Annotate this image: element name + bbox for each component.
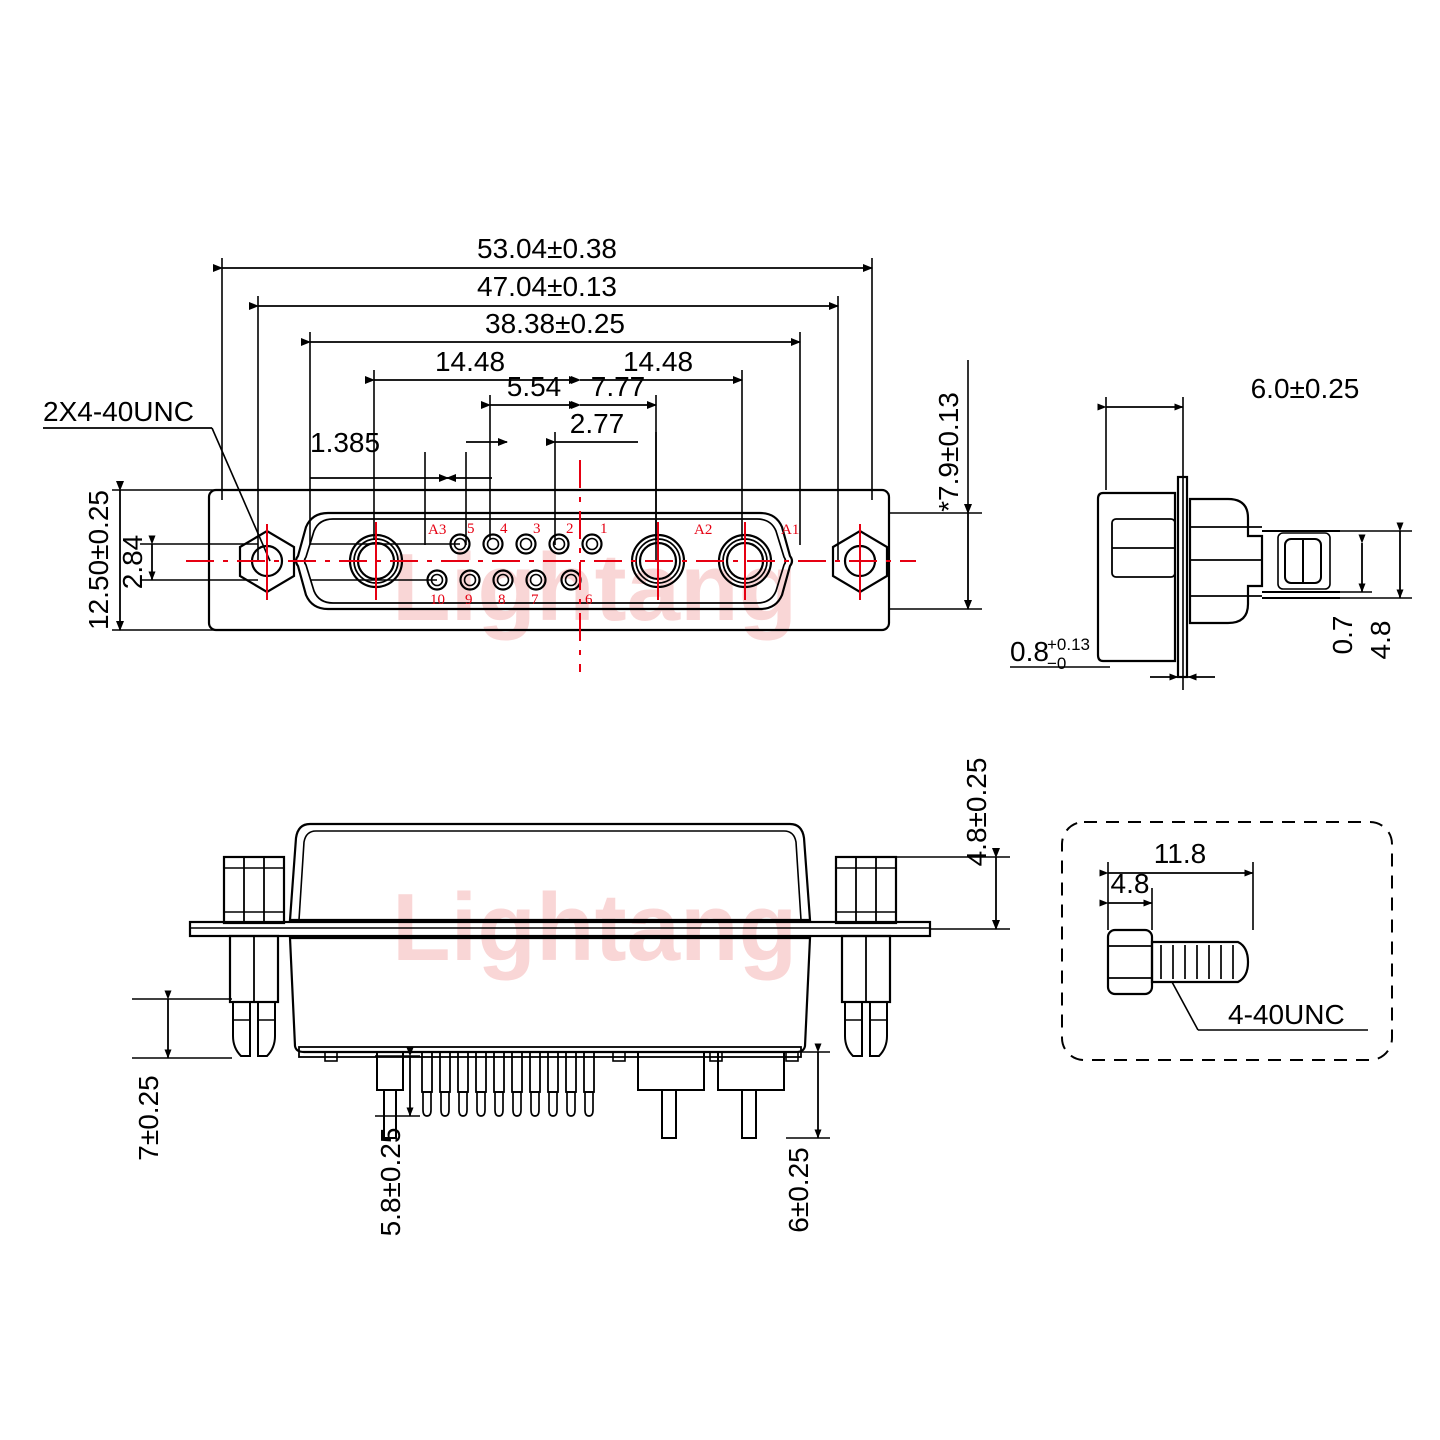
screw-detail-inset: 11.8 4.8 4-40UN bbox=[1061, 821, 1393, 1061]
dim-right-half-label: 14.48 bbox=[623, 346, 693, 377]
left-dim-extension-lines bbox=[112, 489, 258, 631]
dim-flange-thickness-label: 0.8 bbox=[1010, 636, 1049, 667]
pin-label-4: 4 bbox=[500, 521, 508, 537]
side-flange bbox=[1176, 475, 1189, 679]
dim-overall-height-label: 12.50±0.25 bbox=[83, 490, 114, 630]
screw-detail-border bbox=[1061, 821, 1393, 1061]
pin-label-6: 6 bbox=[585, 592, 593, 608]
dim-screw-hex-label: 4.8 bbox=[1111, 868, 1150, 899]
bottom-dim-ext-7 bbox=[132, 998, 232, 1059]
pin-label-2: 2 bbox=[566, 521, 574, 537]
dim-flange-tol-lower: −0 bbox=[1047, 654, 1066, 673]
pin-label-7: 7 bbox=[531, 592, 539, 608]
dim-tail-large-label: 4.8 bbox=[1365, 621, 1396, 660]
dim-shell-width-label: 38.38±0.25 bbox=[485, 308, 625, 339]
bottom-upper-body bbox=[288, 822, 812, 922]
side-front-shell-lines bbox=[1190, 526, 1262, 597]
thread-note-leader bbox=[211, 427, 271, 562]
pin-label-10: 10 bbox=[430, 592, 445, 608]
contact-label-a2: A2 bbox=[694, 522, 712, 538]
pin-label-3: 3 bbox=[533, 521, 541, 537]
pin-label-9: 9 bbox=[465, 592, 473, 608]
bottom-dim-ext-48 bbox=[896, 856, 1010, 930]
dim-screw-total-label: 11.8 bbox=[1154, 838, 1206, 869]
bottom-dim-ext-6 bbox=[786, 1051, 830, 1139]
top-view: 53.04±0.38 47.04±0.13 38.38±0.25 14.48 1… bbox=[43, 233, 982, 672]
dim-shell-height-label: *7.9±0.13 bbox=[933, 392, 964, 512]
dim-flange-tol-upper: +0.13 bbox=[1047, 635, 1090, 654]
d-shell-outer bbox=[294, 511, 794, 611]
contact-label-a3: A3 bbox=[428, 522, 446, 538]
bottom-coax-posts bbox=[376, 1051, 785, 1139]
side-view: 6.0±0.25 bbox=[1010, 373, 1412, 690]
dim-signal-pin-length-label: 5.8±0.25 bbox=[375, 1128, 406, 1237]
pin-label-8: 8 bbox=[498, 592, 506, 608]
thread-note-label: 2X4-40UNC bbox=[43, 396, 194, 427]
watermark-group: Lightang Lightang bbox=[392, 534, 797, 981]
side-front-shell bbox=[1188, 497, 1264, 625]
dim-overall-width-label: 53.04±0.38 bbox=[477, 233, 617, 264]
side-contact-block bbox=[1277, 532, 1331, 590]
bottom-upper-body-inner bbox=[298, 830, 802, 921]
bottom-standoff-left bbox=[222, 855, 286, 1057]
signal-pins-top-row bbox=[449, 533, 603, 555]
screw-hex-head bbox=[1106, 928, 1154, 996]
dim-side-depth-label: 6.0±0.25 bbox=[1251, 373, 1360, 404]
bottom-dim-ext-58 bbox=[375, 1055, 420, 1117]
dim-offset-c-label: 2.77 bbox=[570, 408, 625, 439]
top-view-extension-lines bbox=[221, 258, 873, 560]
bottom-lip-notches bbox=[324, 1051, 799, 1062]
dim-tail-small-label: 0.7 bbox=[1327, 616, 1358, 655]
side-dim-ext bbox=[1105, 397, 1184, 690]
side-tails bbox=[1262, 530, 1340, 599]
side-backshell bbox=[1096, 491, 1177, 663]
d-shell-inner bbox=[303, 518, 787, 604]
dim-row-spacing-label: 2.84 bbox=[117, 535, 148, 590]
dim-pitch-label: 1.385 bbox=[310, 427, 380, 458]
dim-screw-tail-label: 7±0.25 bbox=[133, 1075, 164, 1160]
pin-label-1: 1 bbox=[600, 521, 608, 537]
top-view-centerlines bbox=[186, 460, 916, 672]
dim-offset-a-label: 5.54 bbox=[507, 371, 562, 402]
dim-offset-b-label: 7.77 bbox=[591, 371, 646, 402]
screw-thread-leader bbox=[1171, 981, 1199, 1031]
screw-thread-note-label: 4-40UNC bbox=[1228, 999, 1345, 1030]
contact-label-a1: A1 bbox=[781, 522, 799, 538]
dim-left-half-label: 14.48 bbox=[435, 346, 505, 377]
bottom-view: 4.8±0.25 7±0.25 5.8±0.25 6±0.25 bbox=[132, 758, 1010, 1237]
side-tail-dim-ext bbox=[1340, 530, 1412, 599]
pin-leader-lines bbox=[310, 543, 460, 581]
dim-mounting-span-label: 47.04±0.13 bbox=[477, 271, 617, 302]
pin-label-5: 5 bbox=[467, 521, 475, 537]
bottom-signal-pins bbox=[421, 1051, 595, 1117]
bottom-standoff-right bbox=[834, 855, 898, 1057]
dim-standoff-height-label: 4.8±0.25 bbox=[961, 758, 992, 867]
side-backshell-ribs bbox=[1111, 518, 1176, 578]
screw-threaded-shank bbox=[1150, 940, 1250, 984]
dim-coax-pin-length-label: 6±0.25 bbox=[783, 1147, 814, 1232]
